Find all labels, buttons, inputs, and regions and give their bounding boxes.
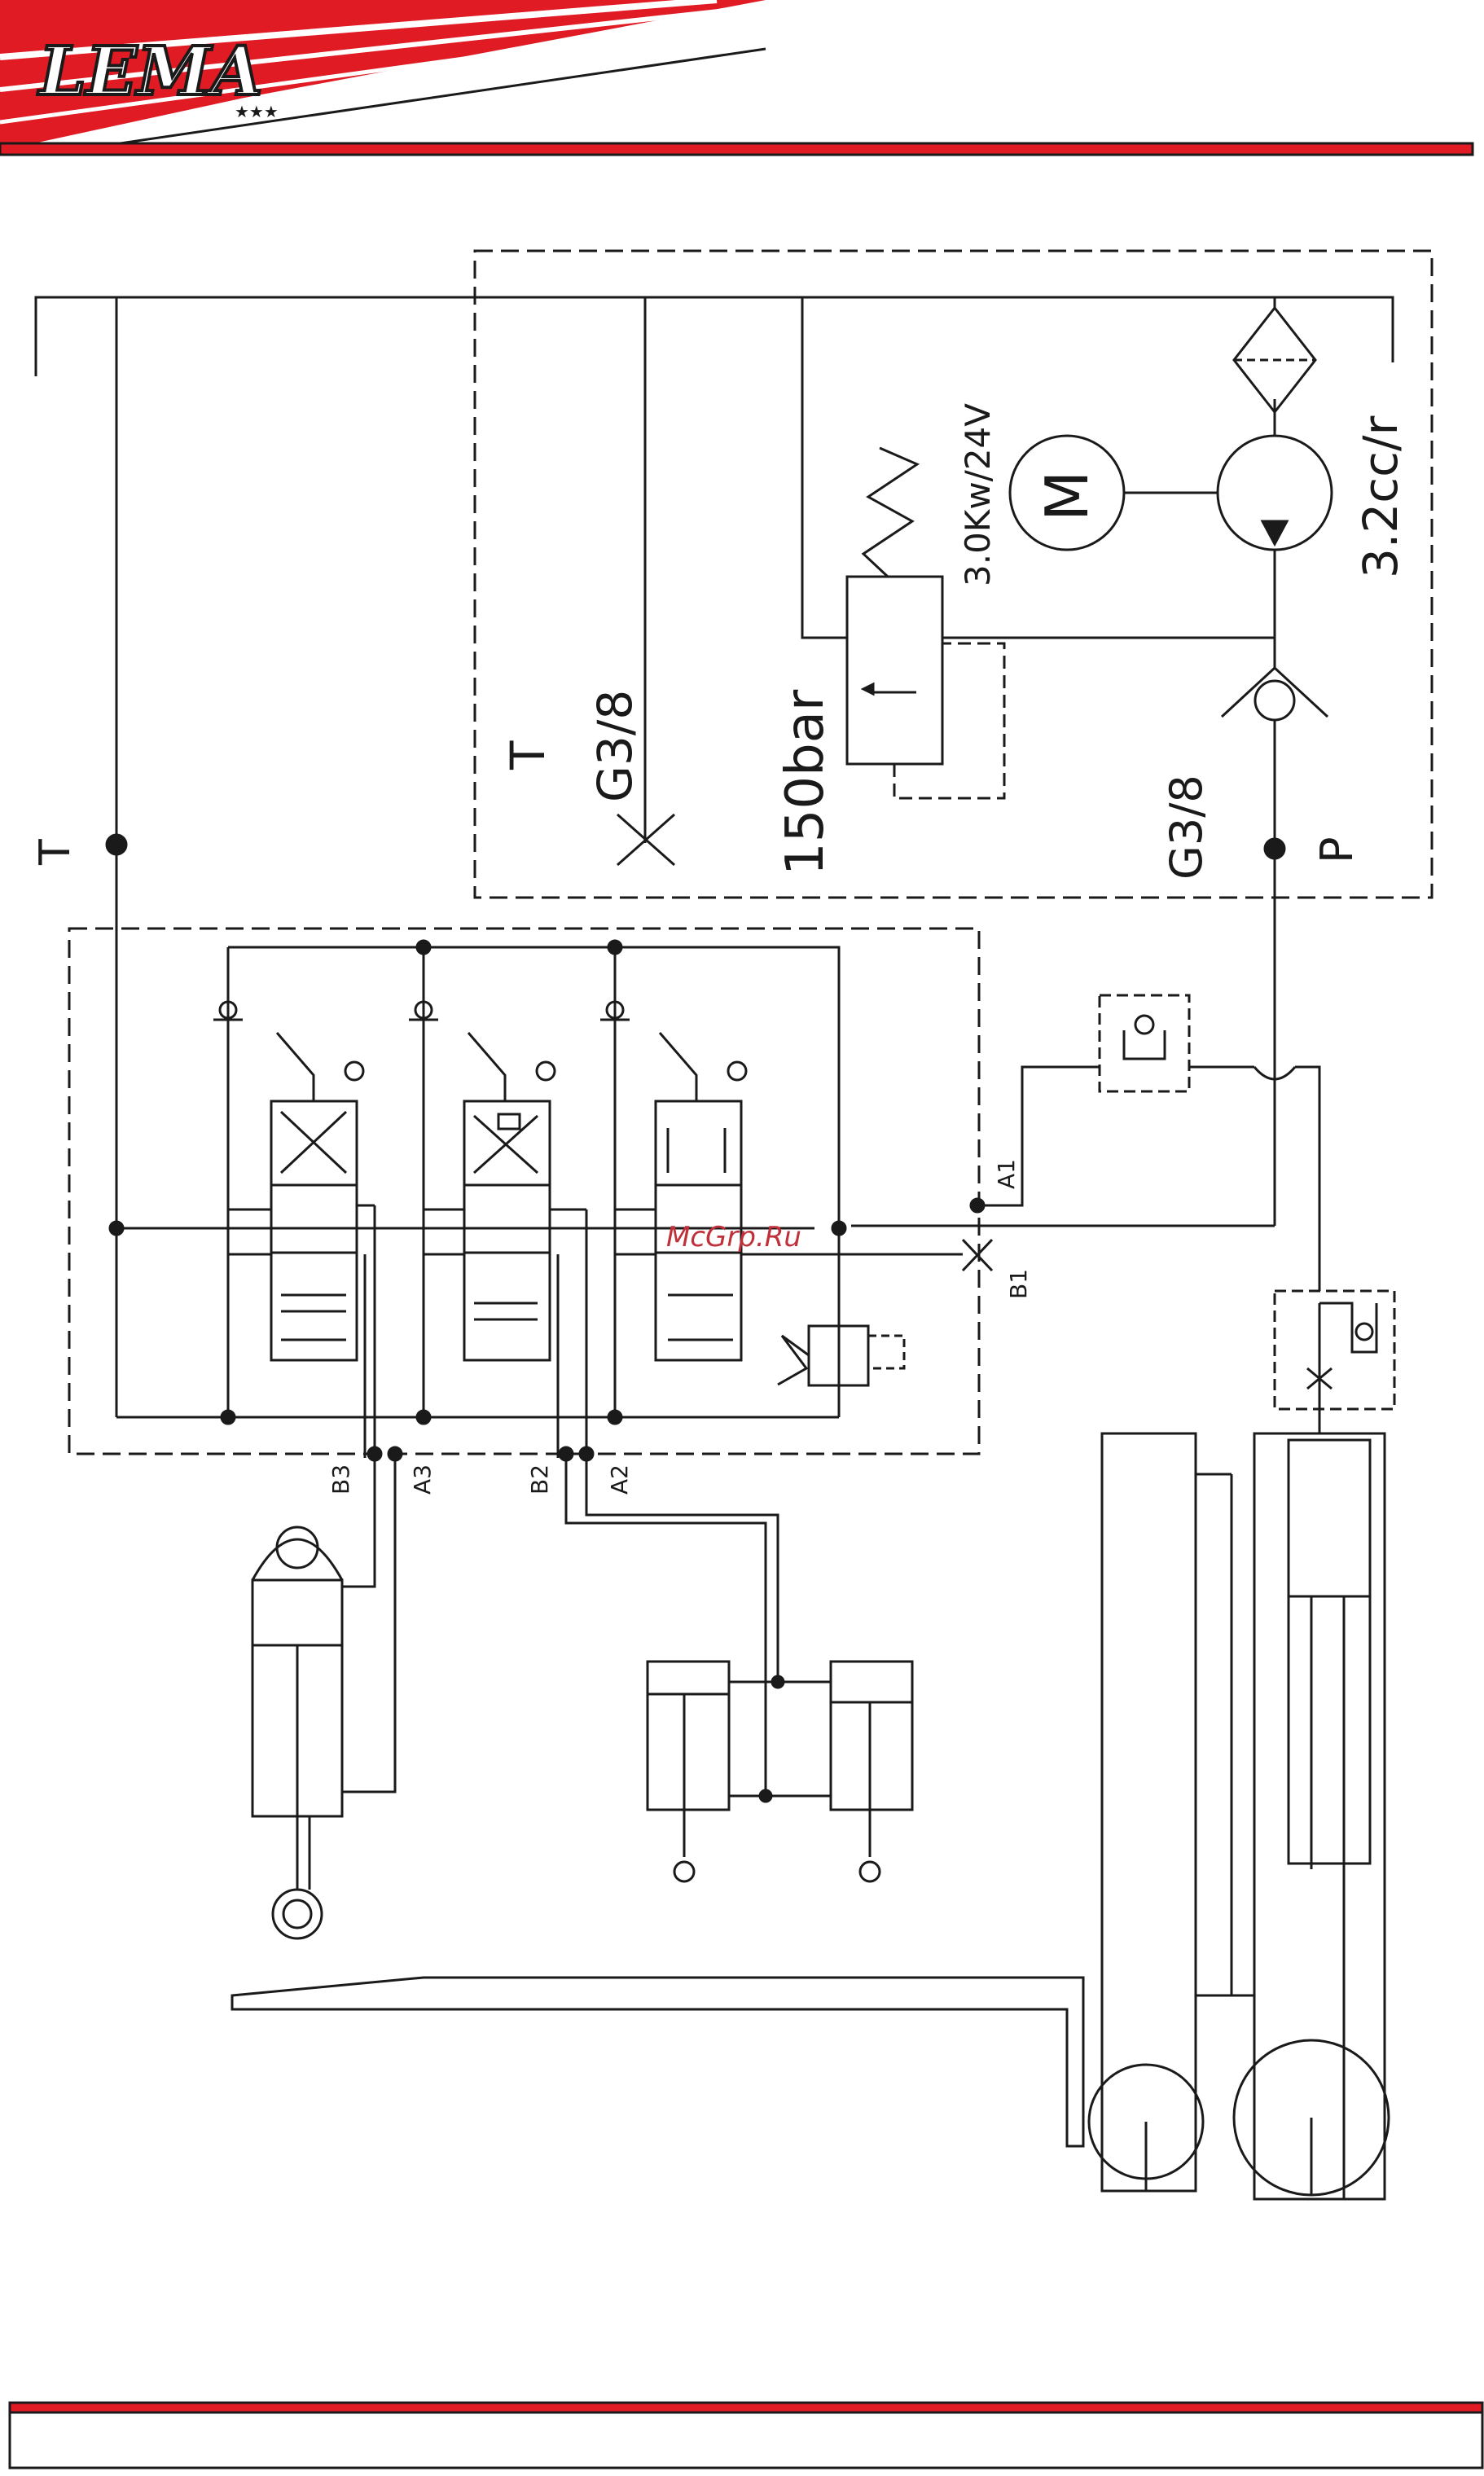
port-b2-label: B2 (526, 1464, 553, 1495)
port-a2-label: A2 (606, 1464, 633, 1495)
pressure-port-size-label: G3/8 (1161, 775, 1212, 880)
pressure-port-label: P (1311, 836, 1363, 863)
pump-displacement-label: 3.2cc/r (1353, 415, 1408, 578)
tank-port-size-label: G3/8 (587, 690, 643, 802)
lift-cylinder (1289, 1440, 1370, 1864)
tank-label: T (500, 740, 555, 770)
fork (232, 1978, 1083, 2146)
check-valve (1222, 668, 1328, 720)
port-b1-label: B1 (1005, 1269, 1032, 1299)
motor-symbol-label: M (1033, 471, 1101, 521)
motor-power-label: 3.0Kw/24V (958, 403, 998, 586)
port-a1-label: A1 (993, 1159, 1020, 1189)
port-b3-label: B3 (327, 1464, 354, 1495)
valve-bank-boundary (69, 928, 979, 1454)
spool-valve-2 (409, 1002, 586, 1458)
pressure-port-dot (1265, 839, 1284, 858)
spool-valve-3 (600, 1002, 746, 1360)
return-port-label: T (31, 839, 80, 866)
inner-mast (1254, 1433, 1385, 2199)
watermark: McGrp.Ru (666, 1221, 801, 1253)
diagram-labels: T G3/8 150bar 3.0Kw/24V M 3.2cc/r G3/8 P… (31, 403, 1408, 1495)
brand-stars: ★★★ (235, 102, 279, 121)
tilt-cylinder (252, 1458, 395, 1938)
b1-plug-symbol (963, 1240, 992, 1271)
relief-spring (863, 448, 917, 577)
brand-logo: LEMA (37, 33, 263, 111)
relief-valve (847, 577, 942, 764)
relief-setting-label: 150bar (775, 689, 836, 876)
side-shift-cylinders (566, 1458, 912, 1881)
port-a3-label: A3 (409, 1464, 436, 1495)
header-logo-banner: LEMA ★★★ (0, 0, 1473, 155)
flow-control-valve-a1 (1100, 995, 1189, 1091)
footer-banner (10, 2403, 1482, 2468)
return-port-dot (107, 835, 126, 854)
spool-valve-1 (213, 1002, 375, 1458)
